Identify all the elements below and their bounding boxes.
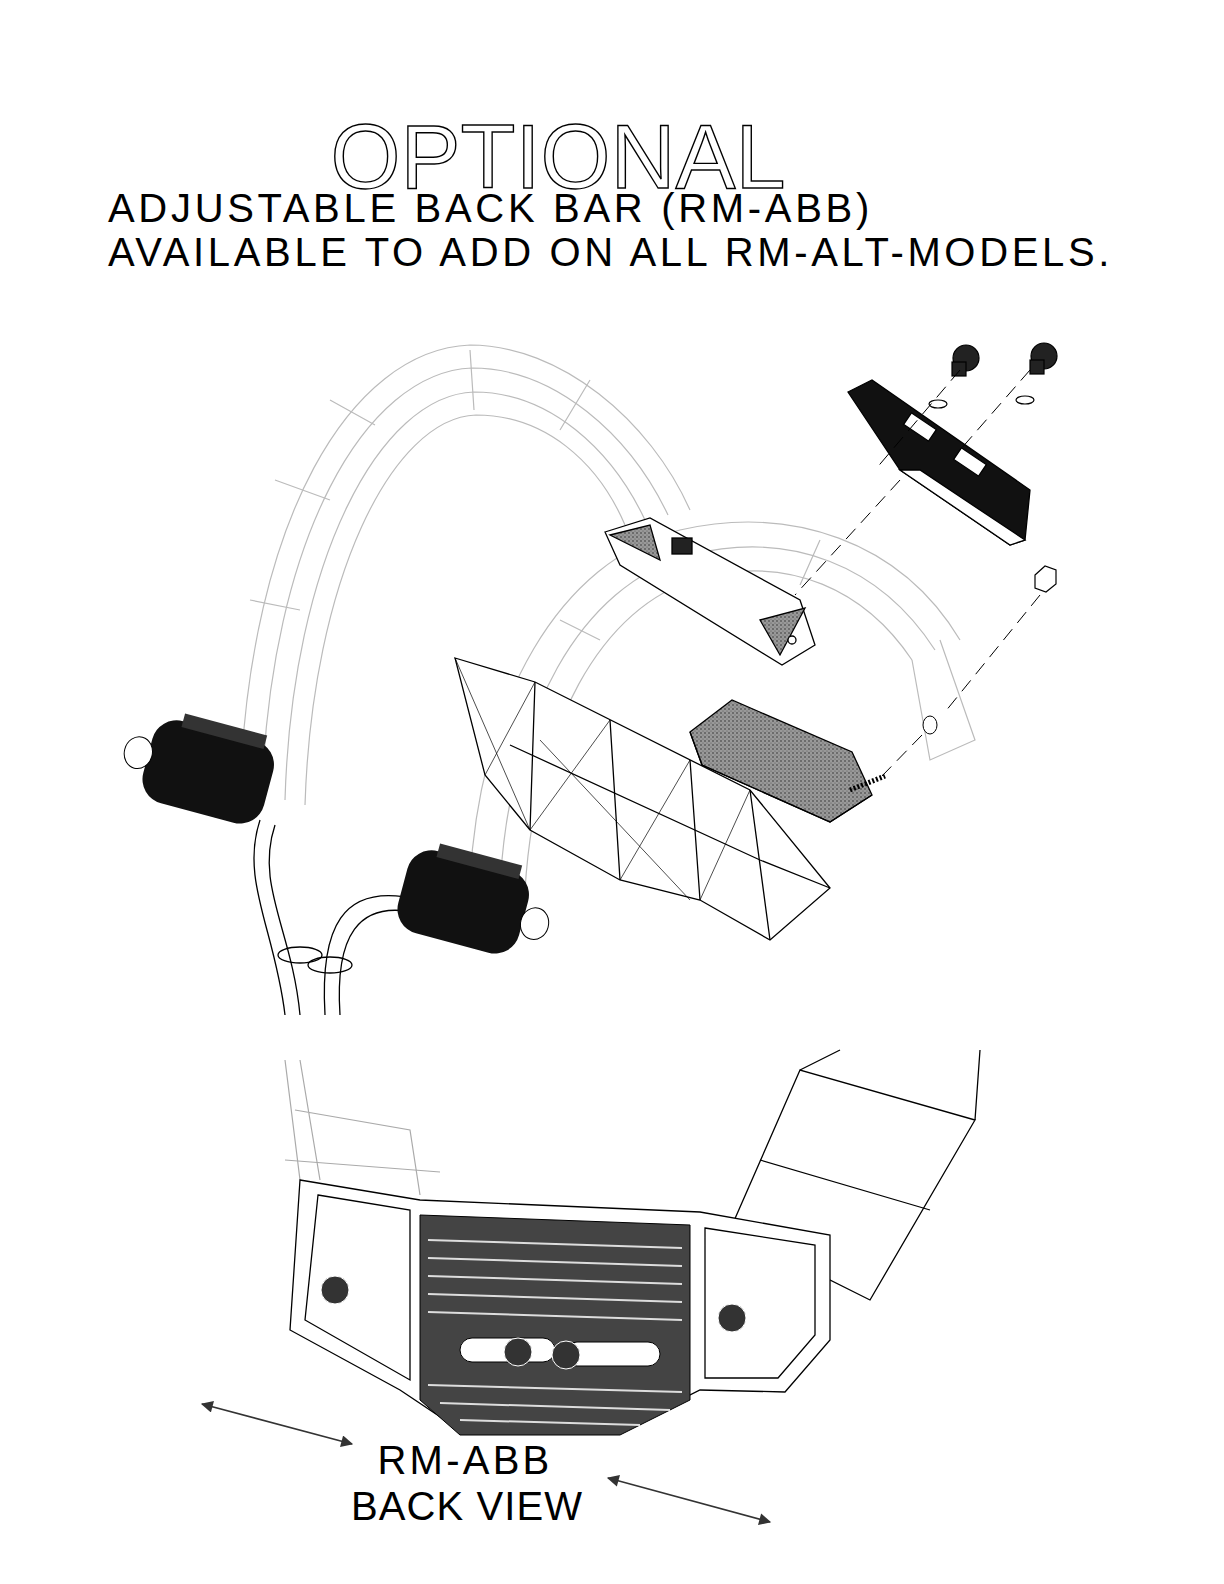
- view-label: BACK VIEW: [351, 1486, 583, 1526]
- note-line: AVAILABLE TO ADD ON ALL RM-ALT-MODELS.: [108, 232, 1113, 272]
- part-label: RM-ABB: [378, 1440, 553, 1480]
- note-line: ADJUSTABLE BACK BAR (RM-ABB): [108, 188, 873, 228]
